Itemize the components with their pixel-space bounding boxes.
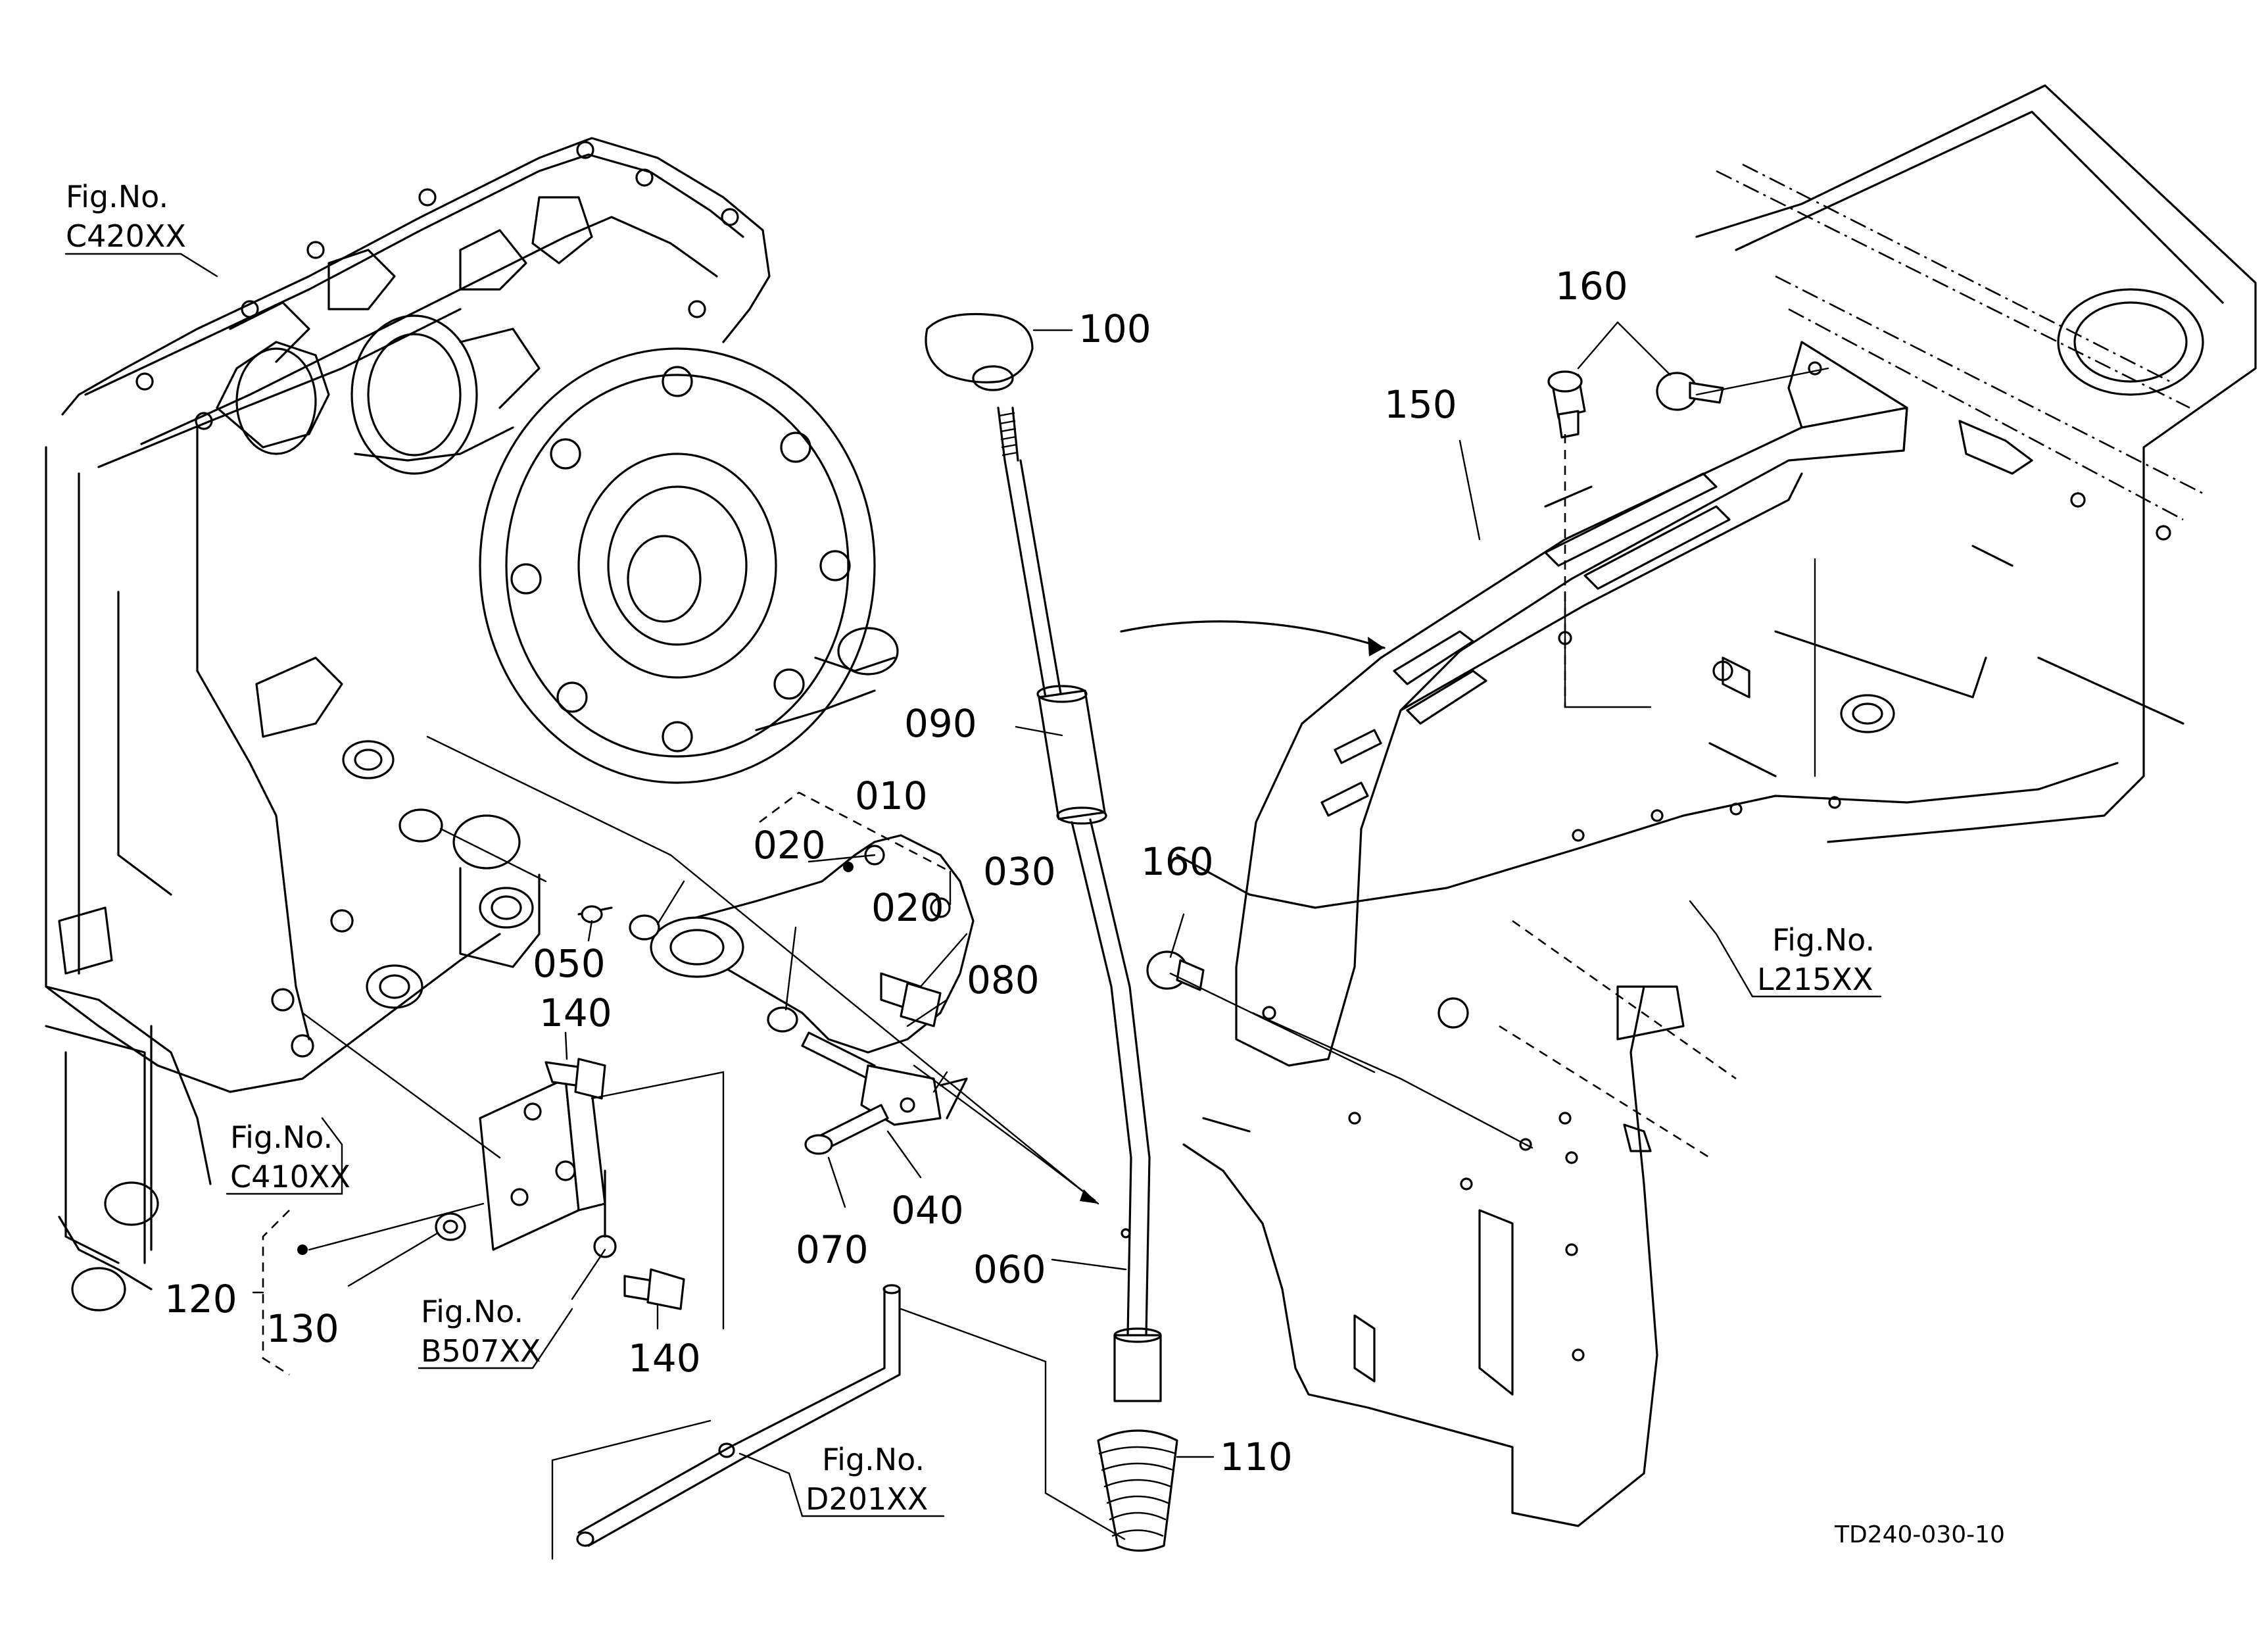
shift-knob [925,312,1034,383]
fig-ref-d201-code: D201XX [806,1481,928,1517]
fig-ref-b507: Fig.No. B507XX [421,1294,541,1369]
fig-ref-c410-code: C410XX [230,1159,350,1194]
label-110: 110 [1220,1435,1293,1479]
label-090: 090 [904,701,977,746]
label-080: 080 [967,958,1040,1002]
bolt-140-upper [544,1058,606,1100]
drawing-code: TD240-030-10 [1834,1521,2005,1548]
figure-references: Fig.No. C420XX Fig.No. C410XX Fig.No. B5… [66,179,1875,1517]
label-150: 150 [1384,382,1457,427]
bolt-140-lower [623,1268,685,1310]
label-020-upper: 020 [753,823,826,868]
fig-ref-l215: Fig.No. L215XX [1757,922,1875,997]
label-140-upper: 140 [539,991,612,1035]
label-160-top: 160 [1555,264,1628,308]
label-160-lower: 160 [1141,839,1214,884]
shift-shaft-hardware [435,370,1724,1547]
bolt-160-lower [1146,950,1205,991]
label-020-lower: 020 [871,885,944,930]
fender-floor-panel [1176,84,2257,1527]
bolt-030 [880,972,942,1027]
flange-bolt-holes [135,141,739,430]
label-060: 060 [973,1247,1046,1292]
fig-ref-d201-prefix: Fig.No. [822,1442,925,1477]
fig-ref-b507-code: B507XX [421,1333,541,1369]
fig-ref-c420-prefix: Fig.No. [66,179,168,214]
fig-ref-l215-prefix: Fig.No. [1772,922,1875,958]
fig-ref-b507-prefix: Fig.No. [421,1294,523,1329]
housing-bolt-holes [510,366,851,752]
floor-holes [1348,796,1841,1362]
tube-d201 [576,1284,901,1547]
rubber-boot [1097,1429,1178,1552]
fig-ref-l215-code: L215XX [1757,962,1873,997]
label-130: 130 [266,1306,339,1351]
fig-ref-d201: Fig.No. D201XX [806,1442,928,1517]
bolt-160-top-b [1656,372,1724,411]
fig-ref-c420-code: C420XX [66,218,186,254]
label-100: 100 [1078,307,1151,351]
lever-grip [1038,689,1106,820]
stop-bracket-120 [479,1077,606,1251]
fig-ref-c420: Fig.No. C420XX [66,179,186,254]
fig-ref-c410: Fig.No. C410XX [230,1119,350,1194]
part-labels: 100 090 060 110 150 160 160 010 020 020 … [164,264,1628,1479]
leader-lines [64,253,1882,1560]
label-120: 120 [164,1277,237,1321]
shift-lever-assembly [925,312,1178,1552]
label-070: 070 [796,1227,869,1272]
label-140-lower: 140 [628,1336,701,1381]
label-050: 050 [533,941,606,986]
fig-ref-c410-prefix: Fig.No. [230,1119,333,1155]
bolt-160-top-a [1547,370,1586,439]
bracket-slots [1320,472,1731,817]
transmission-case [45,137,899,1312]
fender-bracket-150 [1235,341,1908,1067]
label-030: 030 [983,849,1056,894]
label-010: 010 [855,774,928,818]
pin-070 [804,1104,889,1155]
label-040: 040 [891,1188,964,1233]
